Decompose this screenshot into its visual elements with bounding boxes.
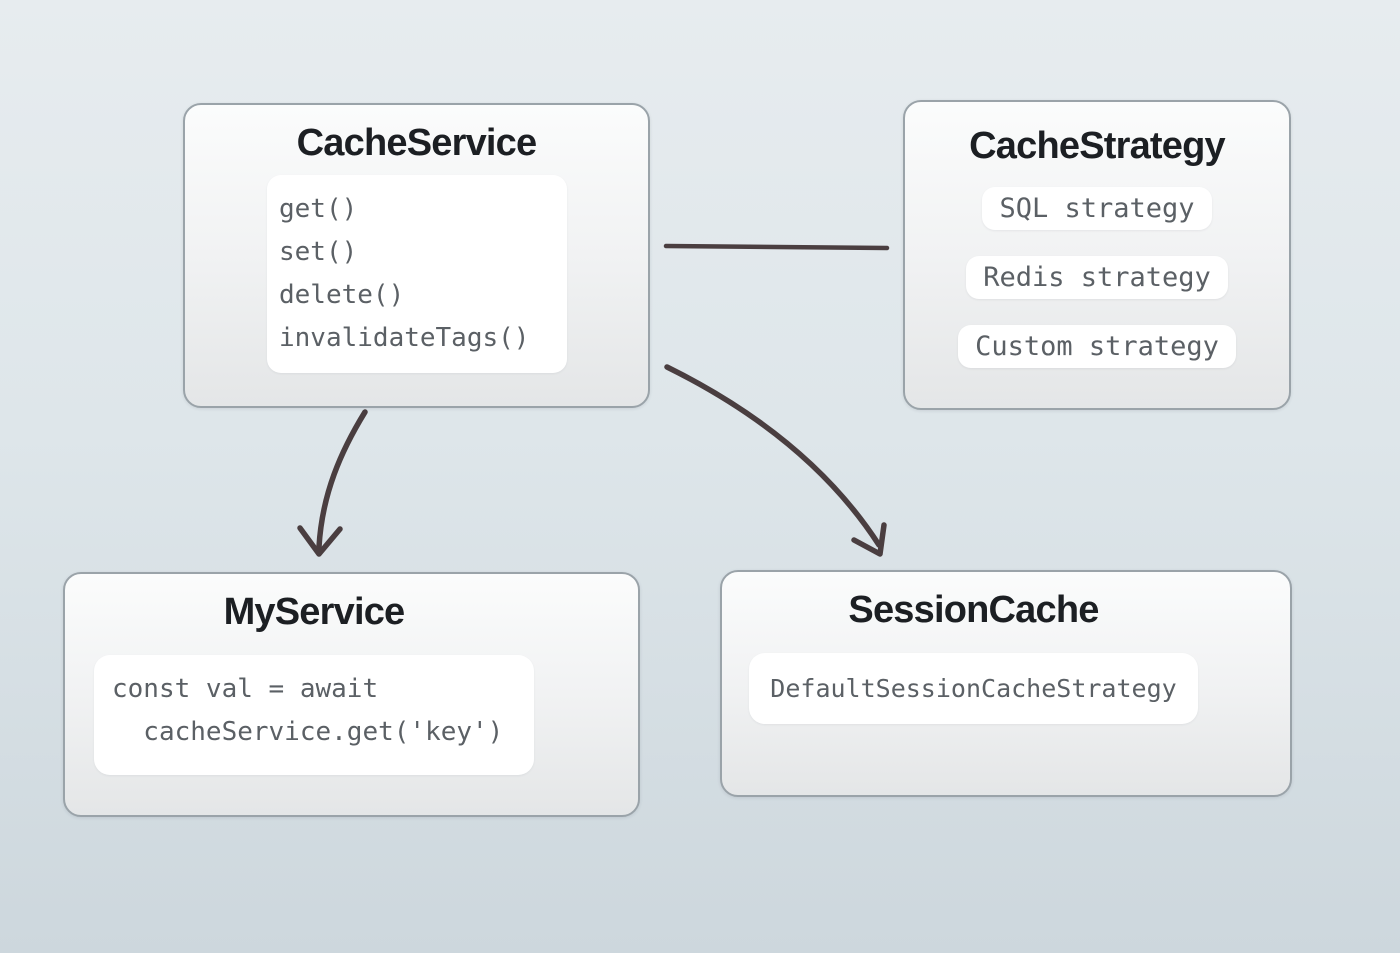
edge-cacheservice-to-sessioncache bbox=[664, 364, 887, 557]
strategy-pill-list: SQL strategy Redis strategy Custom strat… bbox=[905, 187, 1289, 368]
default-session-cache-strategy-label: DefaultSessionCacheStrategy bbox=[770, 674, 1177, 703]
node-session-cache: SessionCache DefaultSessionCacheStrategy bbox=[720, 570, 1292, 797]
code-line: const val = await bbox=[112, 674, 379, 704]
pill-custom-strategy: Custom strategy bbox=[958, 325, 1236, 368]
node-title-my-service: MyService bbox=[223, 591, 406, 633]
node-cache-strategy: CacheStrategy SQL strategy Redis strateg… bbox=[903, 100, 1291, 410]
code-line: cacheService.get('key') bbox=[112, 717, 504, 747]
pill-redis-strategy: Redis strategy bbox=[966, 256, 1228, 299]
node-title-cache-service: CacheService bbox=[296, 122, 537, 164]
edge-curve bbox=[664, 364, 882, 548]
method-delete: delete() bbox=[279, 280, 405, 310]
node-title-session-cache: SessionCache bbox=[848, 589, 1099, 631]
node-my-service: MyService const val = await cacheService… bbox=[63, 572, 640, 817]
method-get: get() bbox=[279, 194, 358, 224]
cache-service-methods-panel: get() set() delete() invalidateTags() bbox=[267, 175, 567, 373]
pill-sql-strategy: SQL strategy bbox=[982, 187, 1212, 230]
node-cache-service: CacheService get() set() delete() invali… bbox=[183, 103, 650, 408]
session-cache-strategy-panel: DefaultSessionCacheStrategy bbox=[749, 653, 1198, 724]
arrowhead-icon bbox=[851, 522, 887, 557]
method-set: set() bbox=[279, 237, 358, 267]
arrowhead-icon bbox=[297, 525, 343, 557]
my-service-code-panel: const val = await cacheService.get('key'… bbox=[94, 655, 534, 775]
method-invalidate-tags: invalidateTags() bbox=[279, 323, 530, 353]
edge-cacheservice-to-myservice bbox=[297, 409, 368, 557]
node-title-cache-strategy: CacheStrategy bbox=[969, 125, 1226, 167]
edge-line bbox=[663, 243, 890, 251]
edge-cacheservice-to-cachestrategy bbox=[663, 243, 890, 251]
edge-curve bbox=[316, 409, 368, 550]
session-cache-content: SessionCache DefaultSessionCacheStrategy bbox=[749, 572, 1198, 724]
my-service-content: MyService const val = await cacheService… bbox=[94, 574, 534, 775]
